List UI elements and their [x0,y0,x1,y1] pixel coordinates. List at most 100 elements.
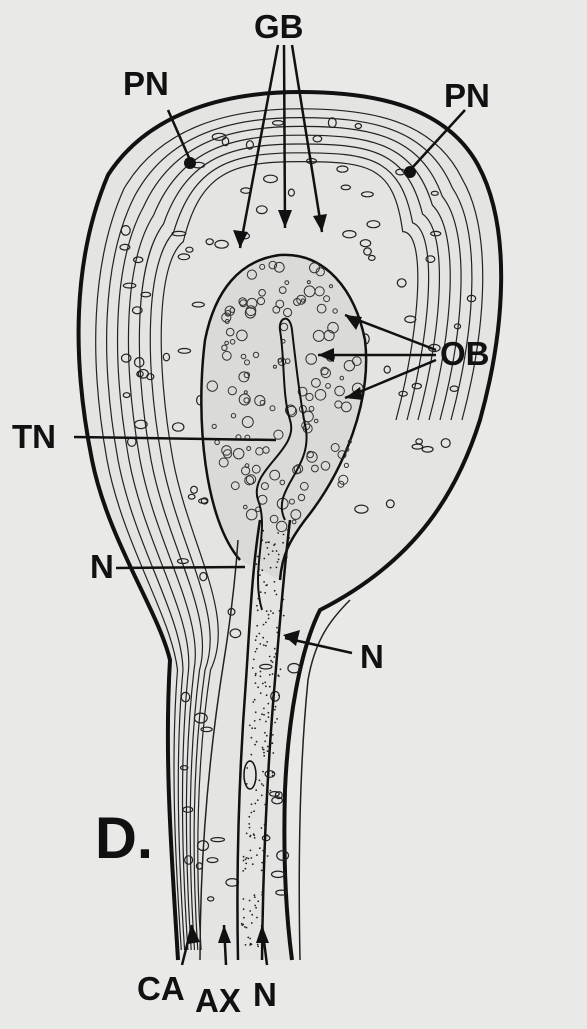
axon-dot [263,752,265,754]
axon-dot [262,850,264,852]
axon-dot [246,927,248,929]
label-gb: GB [254,10,304,43]
axon-dot [244,926,246,928]
axon-dot [274,590,276,592]
label-ob: OB [440,337,490,370]
axon-dot [263,755,265,757]
axon-dot [277,561,279,563]
label-n-right: N [360,640,384,673]
axon-dot [243,917,245,919]
axon-dot [257,944,259,946]
axon-dot [268,712,270,714]
axon-dot [262,683,264,685]
axon-dot [282,542,284,544]
axon-dot [262,785,264,787]
axon-dot [261,569,263,571]
axon-dot [250,943,252,945]
axon-dot [251,737,253,739]
axon-dot [261,795,263,797]
axon-dot [263,558,265,560]
axon-dot [272,772,274,774]
axon-dot [245,868,247,870]
axon-dot [256,625,258,627]
axon-dot [243,856,245,858]
label-ax: AX [195,984,241,1017]
axon-dot [253,810,255,812]
axon-dot [259,847,261,849]
axon-dot [254,720,256,722]
axon-dot [256,854,258,856]
axon-dot [254,744,256,746]
axon-dot [249,910,251,912]
axon-dot [271,723,273,725]
axon-dot [250,835,252,837]
axon-dot [274,648,276,650]
axon-dot [255,789,257,791]
axon-dot [263,749,265,751]
axon-dot [264,858,266,860]
axon-dot [255,682,257,684]
axon-dot [256,917,258,919]
axon-dot [246,857,248,859]
axon-dot [276,718,278,720]
axon-dot [267,547,269,549]
axon-dot [245,859,247,861]
axon-dot [267,794,269,796]
axon-dot [266,776,268,778]
axon-dot [278,559,280,561]
axon-dot [256,563,258,565]
axon-dot [255,675,257,677]
axon-dot [270,742,272,744]
axon-dot [272,661,274,663]
axon-dot [255,673,257,675]
axon-dot [269,674,271,676]
axon-dot [249,725,251,727]
axon-dot [245,863,247,865]
axon-dot [255,711,257,713]
axon-dot [262,530,264,532]
axon-dot [266,834,268,836]
axon-dot [274,581,276,583]
axon-dot [261,894,263,896]
axon-dot [263,644,265,646]
axon-dot [264,682,266,684]
axon-dot [270,731,272,733]
axon-dot [254,905,256,907]
axon-dot [253,833,255,835]
axon-dot [248,823,250,825]
axon-dot [265,721,267,723]
axon-dot [267,791,269,793]
axon-dot [257,946,259,948]
axon-dot [260,671,262,673]
axon-dot [259,643,261,645]
axon-dot [246,833,248,835]
axon-dot [267,703,269,705]
axon-dot [242,870,244,872]
panel-label: D. [95,810,153,868]
axon-dot [266,694,268,696]
axon-dot [279,610,281,612]
axon-dot [265,645,267,647]
axon-dot [254,803,256,805]
axon-dot [251,727,253,729]
axon-dot [255,907,257,909]
axon-dot [250,754,252,756]
axon-dot [263,624,265,626]
axon-dot [272,752,274,754]
axon-dot [276,594,278,596]
axon-dot [265,622,267,624]
axon-dot [254,896,256,898]
axon-dot [252,701,254,703]
label-pn-right: PN [444,79,490,112]
axon-dot [255,651,257,653]
axon-dot [264,824,266,826]
axon-dot [268,618,270,620]
axon-dot [276,627,278,629]
axon-dot [259,719,261,721]
axon-dot [272,696,274,698]
axon-dot [252,863,254,865]
axon-dot [251,914,253,916]
axon-dot [283,534,285,536]
